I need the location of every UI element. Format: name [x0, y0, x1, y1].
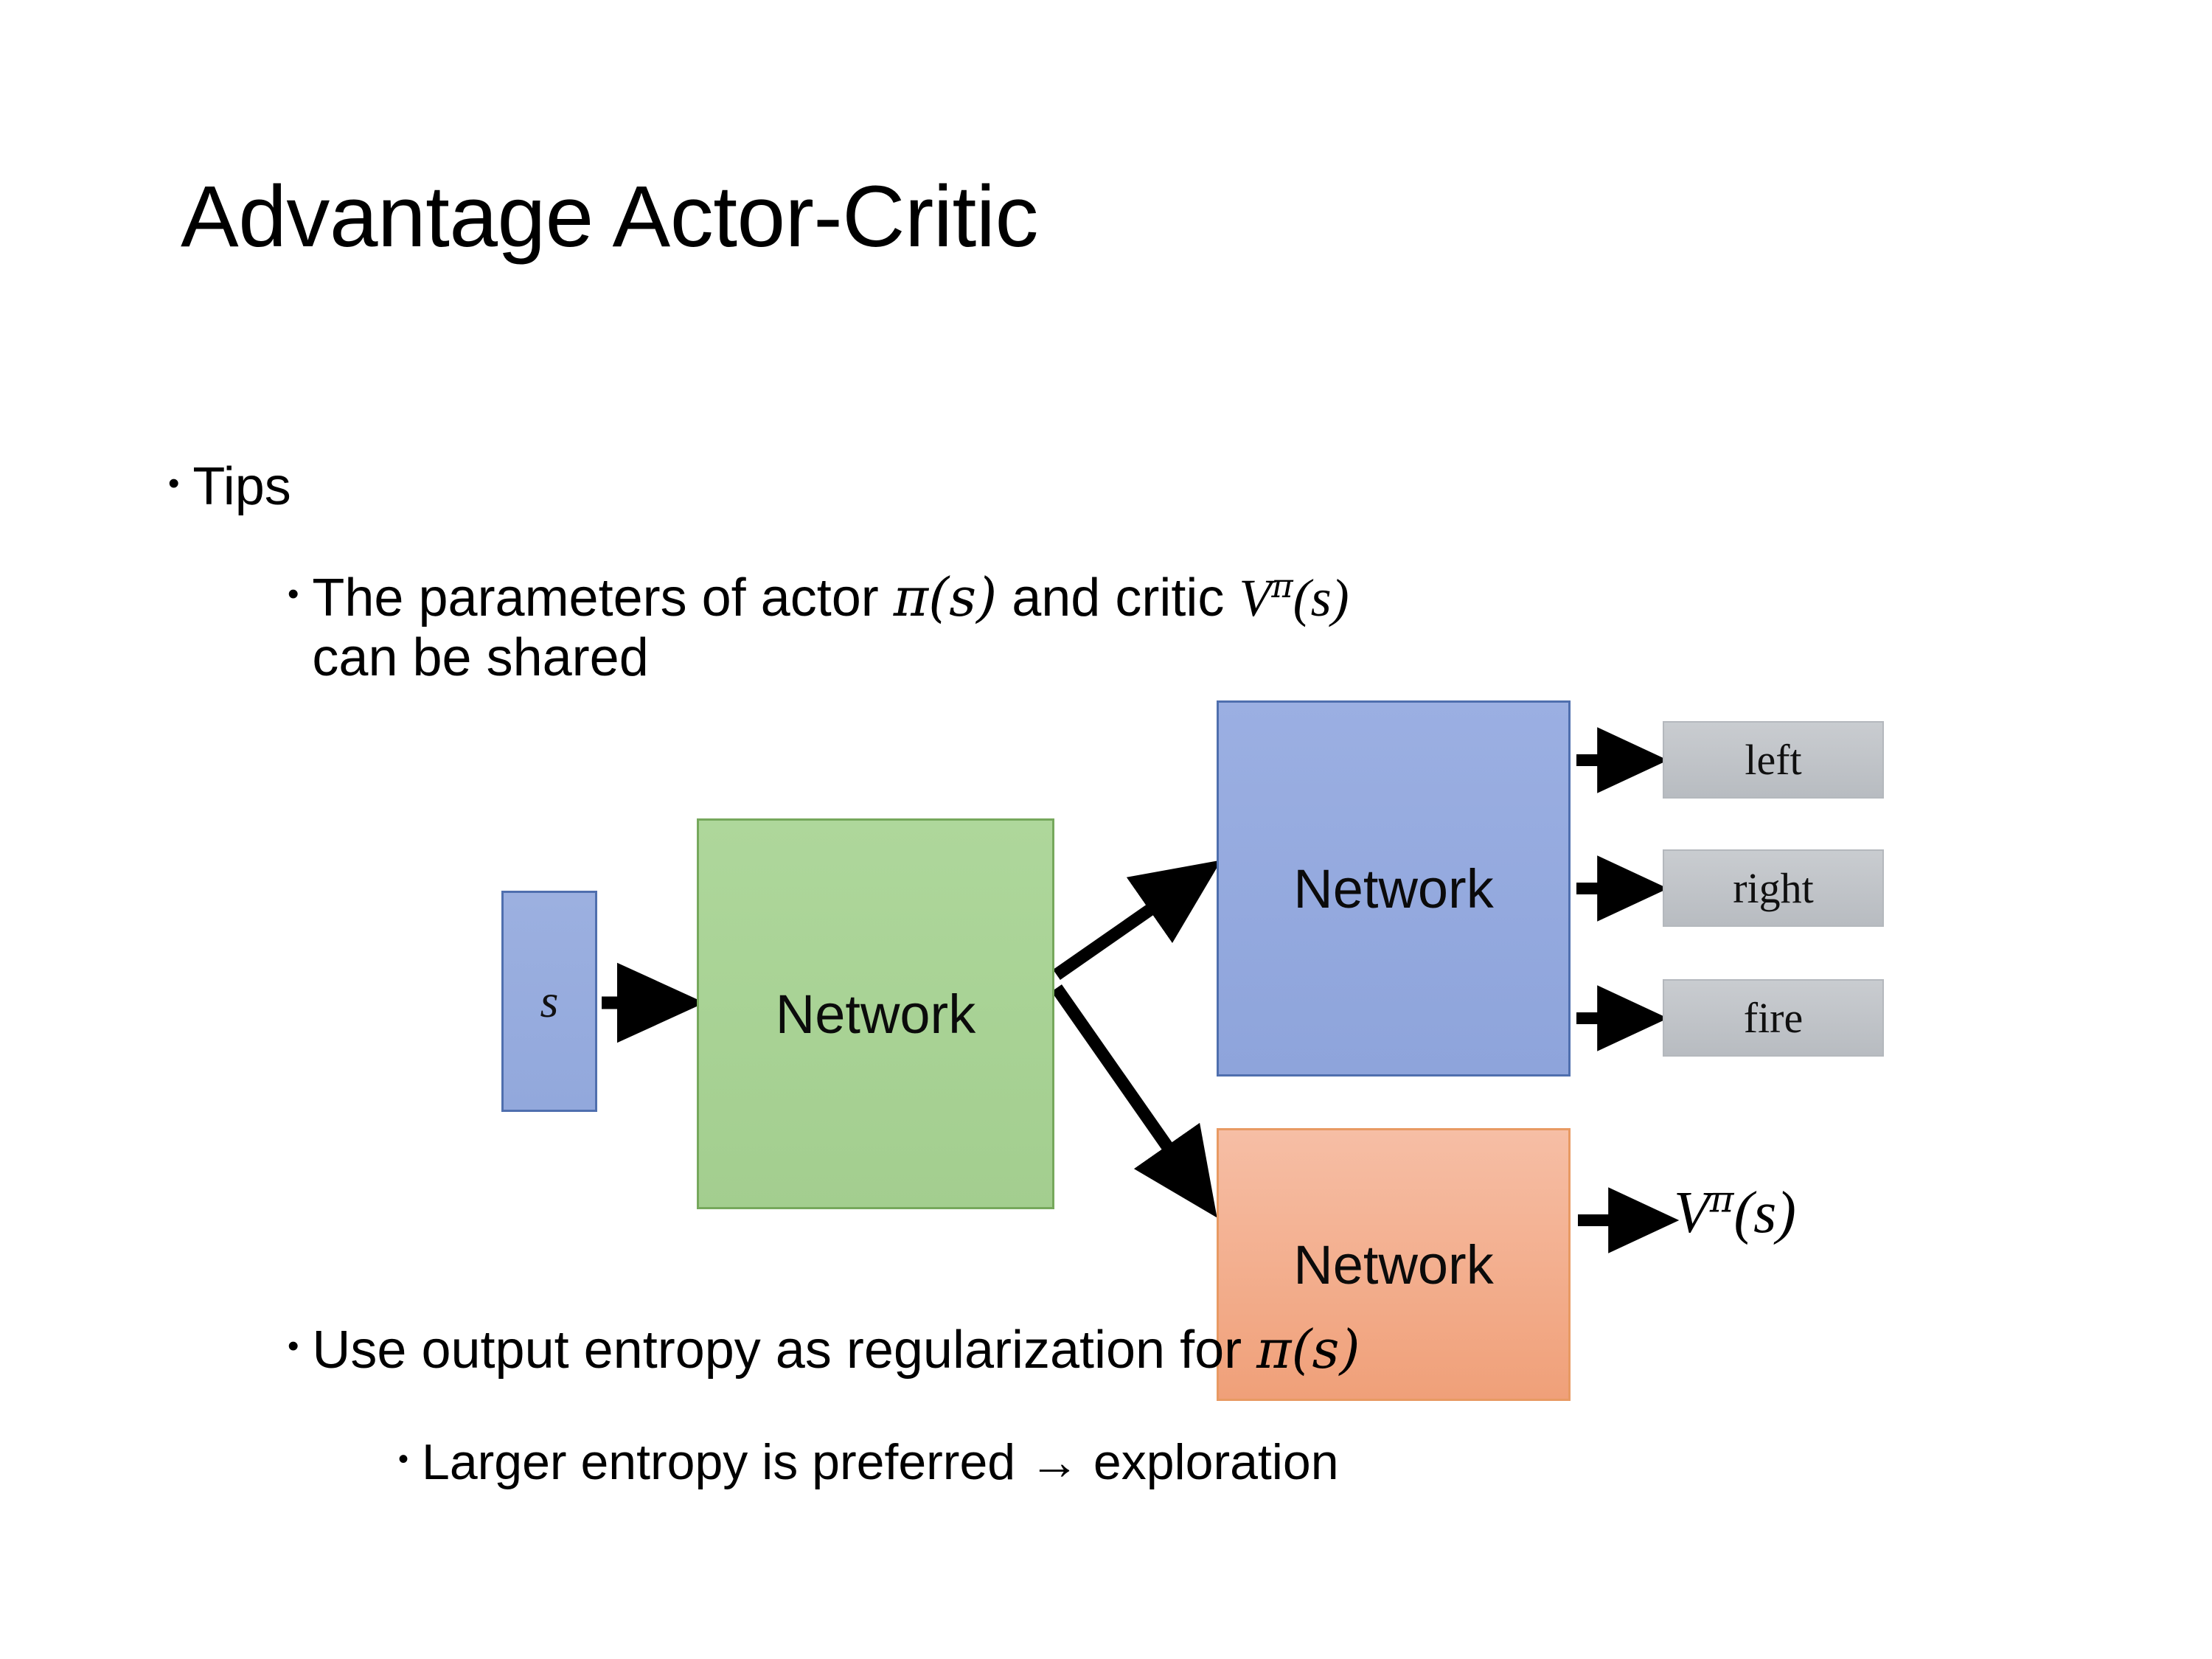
diagram-action-left-label: left [1745, 736, 1802, 784]
text-use-output-entropy: Use output entropy as regularization for [312, 1321, 1257, 1380]
diagram-node-state[interactable]: s [501, 891, 597, 1112]
diagram-node-shared-network[interactable]: Network [697, 818, 1054, 1209]
diagram-action-right-label: right [1733, 864, 1814, 912]
bullet-level2-shared-parameters: • The parameters of actor π(s) and criti… [288, 568, 2094, 687]
diagram-node-critic-network[interactable]: Network [1217, 1128, 1571, 1401]
bullet-marker-icon: • [288, 1328, 299, 1364]
bullet-level3-larger-entropy-label: Larger entropy is preferred → exploratio… [422, 1434, 1339, 1490]
diagram-node-actor-network-label: Network [1293, 858, 1494, 919]
bullet-level3-larger-entropy: • Larger entropy is preferred → explorat… [398, 1434, 2131, 1490]
math-value-argument: (s) [1733, 1180, 1796, 1245]
text-can-be-shared: can be shared [312, 627, 649, 687]
page-title: Advantage Actor-Critic [181, 168, 1038, 265]
bullet-marker-icon: • [168, 465, 180, 501]
math-pi-of-s: π(s) [1256, 1318, 1360, 1380]
math-v-symbol: V [1239, 568, 1272, 627]
diagram-action-left[interactable]: left [1663, 721, 1884, 799]
bullet-level2-entropy-regularization: • Use output entropy as regularization f… [288, 1320, 2131, 1380]
arrow-shared-to-actor-network [1053, 860, 1222, 980]
bullet-marker-icon: • [398, 1443, 409, 1475]
math-v-superscript-pi: π [1271, 567, 1293, 605]
bullet-level1-label: Tips [192, 457, 291, 516]
math-v-argument: (s) [1293, 568, 1349, 627]
diagram-action-right[interactable]: right [1663, 849, 1884, 927]
diagram-node-shared-network-label: Network [775, 983, 976, 1045]
diagram-node-critic-network-label: Network [1293, 1234, 1494, 1295]
diagram-action-fire-label: fire [1743, 994, 1804, 1042]
diagram-node-actor-network[interactable]: Network [1217, 700, 1571, 1077]
bullet-level2-entropy-regularization-label: Use output entropy as regularization for… [312, 1320, 1360, 1380]
math-value-symbol: V [1674, 1180, 1710, 1245]
math-pi-of-s: π(s) [893, 566, 998, 628]
diagram-value-function-output: Vπ(s) [1674, 1180, 1796, 1247]
diagram-action-fire[interactable]: fire [1663, 979, 1884, 1057]
bullet-level1-tips: • Tips [168, 457, 291, 517]
diagram-node-state-label: s [540, 975, 559, 1027]
arrow-shared-to-critic-network [1051, 984, 1217, 1218]
bullet-marker-icon: • [288, 576, 299, 612]
math-value-superscript-pi: π [1709, 1178, 1734, 1221]
bullet-level2-shared-parameters-label: The parameters of actor π(s) and critic … [312, 568, 1349, 687]
text-parameters-of-actor: The parameters of actor [312, 568, 894, 627]
text-and-critic: and critic [997, 568, 1239, 627]
